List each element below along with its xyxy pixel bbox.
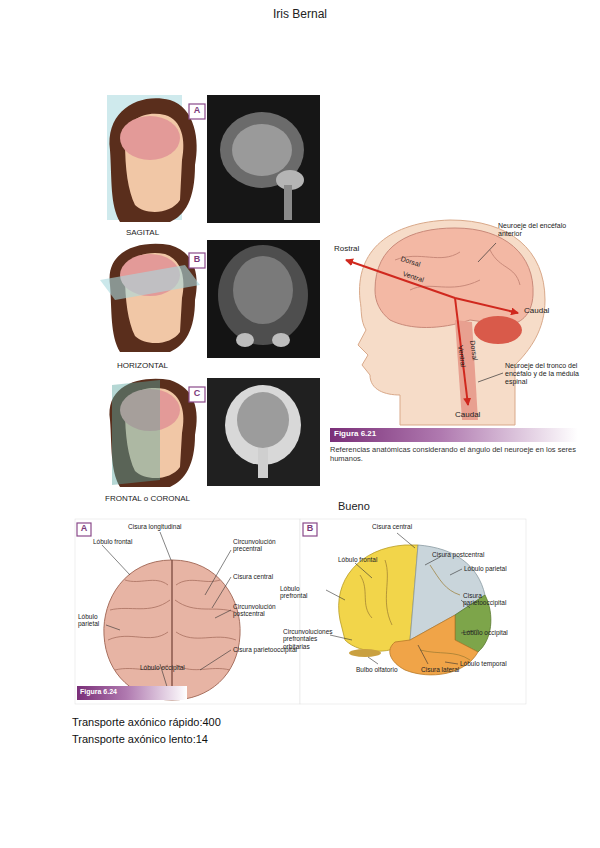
coronal-panel	[110, 378, 320, 487]
part-label: Cisura central	[372, 523, 412, 530]
page-header: Iris Bernal	[200, 8, 400, 22]
part-label: Cisura longitudinal	[128, 523, 181, 530]
figure-number: Figura 6.24	[80, 688, 117, 696]
axis-label: Neuroeje del tronco del encéfalo y de la…	[505, 362, 583, 386]
panel-letter: A	[189, 105, 205, 115]
part-label: Cisura central	[233, 573, 273, 580]
part-label: Lóbulo temporal	[460, 660, 507, 667]
note-text: Bueno	[338, 500, 370, 513]
brain-lateral-figure	[300, 519, 526, 704]
note-text: Transporte axónico lento:14	[72, 733, 208, 746]
panel-letter: A	[77, 523, 91, 533]
figure-number: Figura 6.21	[334, 429, 376, 438]
part-label: Cisura lateral	[421, 666, 459, 673]
part-label: Lóbulo parietal	[464, 565, 507, 572]
horizontal-panel	[100, 240, 320, 358]
neuraxis-figure	[330, 220, 578, 442]
sagittal-panel	[107, 95, 320, 223]
direction-label: Caudal	[455, 410, 480, 419]
part-label: Cisura postcentral	[432, 551, 484, 558]
part-label: Circunvolución postcentral	[233, 603, 288, 618]
part-label: Lóbulo occipital	[140, 664, 185, 671]
plane-name: SAGITAL	[105, 228, 180, 237]
part-label: Lóbulo frontal	[338, 556, 377, 563]
panel-letter: B	[189, 254, 205, 264]
part-label: Lóbulo frontal	[93, 538, 132, 545]
part-label: Lóbulo parietal	[78, 613, 106, 628]
part-label: Circunvolución precentral	[233, 538, 288, 553]
part-label: Lóbulo prefrontal	[280, 585, 326, 600]
part-label: Lóbulo occipital	[463, 629, 508, 636]
part-label: Bulbo olfatorio	[356, 666, 398, 673]
direction-label: Rostral	[334, 244, 359, 253]
panel-letter: C	[189, 388, 205, 398]
direction-label: Caudal	[524, 306, 549, 315]
axis-label: Neuroeje del encéfalo anterior	[498, 222, 578, 238]
plane-name: FRONTAL o CORONAL	[85, 494, 210, 503]
part-label: Cisura parietooccipital	[463, 592, 513, 607]
panel-letter: B	[303, 523, 317, 533]
plane-name: HORIZONTAL	[100, 361, 185, 370]
figure-caption: Referencias anatómicas considerando el á…	[330, 446, 582, 463]
part-label: Circunvoluciones prefrontales orbitarias	[283, 628, 333, 650]
note-text: Transporte axónico rápido:400	[72, 716, 221, 729]
brain-top-figure	[75, 519, 300, 704]
